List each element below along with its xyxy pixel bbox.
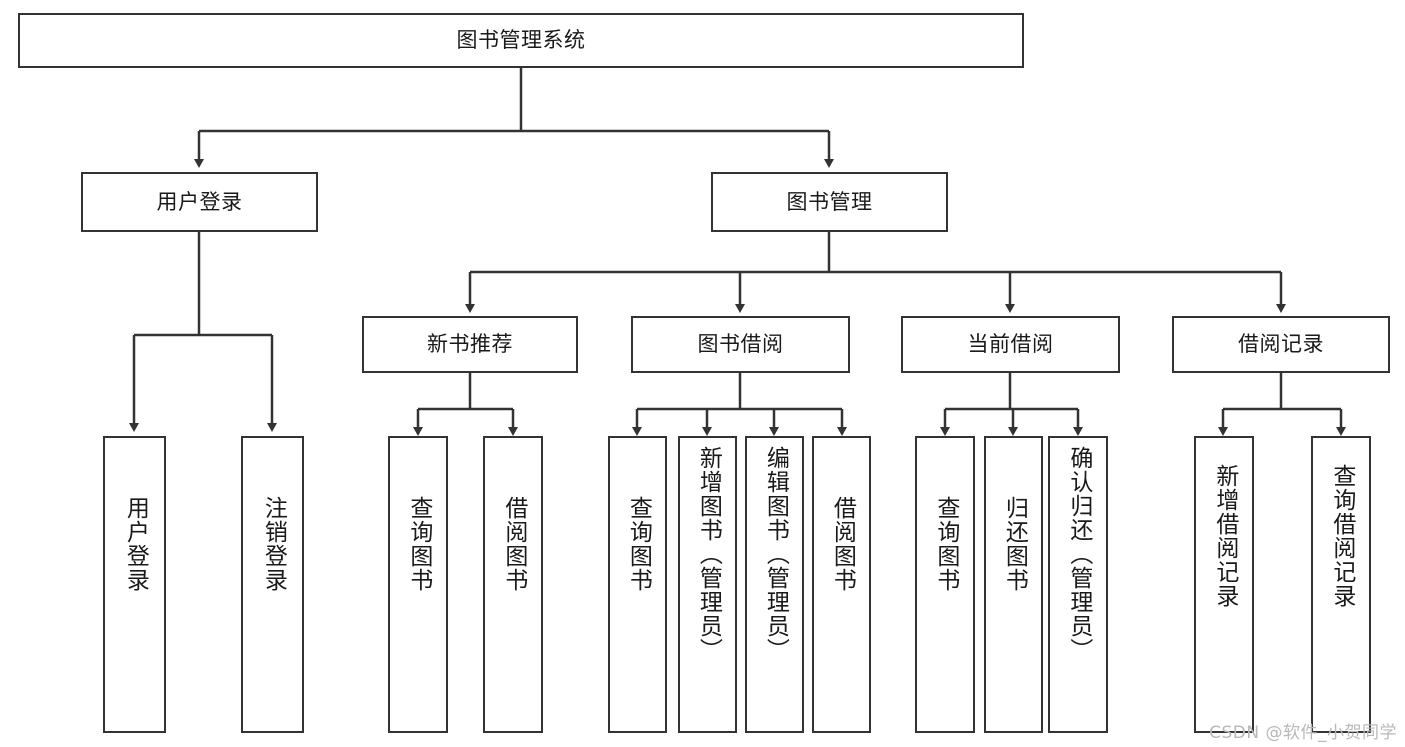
node-leaf-query-book-3-label: 查询图书 <box>932 496 959 592</box>
node-new-book-rec[interactable]: 新书推荐 <box>362 316 578 373</box>
node-leaf-borrow-book-1[interactable]: 借阅图书 <box>483 436 543 733</box>
node-current-borrow-label: 当前借阅 <box>967 332 1054 357</box>
csdn-watermark: CSDN @软件_小贺同学 <box>1209 723 1397 743</box>
node-leaf-add-record[interactable]: 新增借阅记录 <box>1194 436 1254 733</box>
node-leaf-borrow-book-1-label: 借阅图书 <box>500 496 527 592</box>
node-leaf-query-book-2[interactable]: 查询图书 <box>608 436 667 733</box>
node-leaf-add-book[interactable]: 新增图书（管理员） <box>678 436 737 733</box>
node-root-label: 图书管理系统 <box>456 28 586 53</box>
node-leaf-return-book-label: 归还图书 <box>1001 496 1028 592</box>
node-leaf-add-book-label: 新增图书（管理员） <box>695 446 722 662</box>
node-leaf-user-login[interactable]: 用户登录 <box>103 436 166 733</box>
node-user-login[interactable]: 用户登录 <box>81 172 318 232</box>
node-leaf-edit-book[interactable]: 编辑图书（管理员） <box>745 436 804 733</box>
node-leaf-user-logout-label: 注销登录 <box>260 496 287 592</box>
node-leaf-confirm-return[interactable]: 确认归还（管理员） <box>1048 436 1108 733</box>
node-leaf-query-record[interactable]: 查询借阅记录 <box>1311 436 1371 733</box>
node-root[interactable]: 图书管理系统 <box>18 13 1024 68</box>
node-borrow-record-label: 借阅记录 <box>1238 332 1324 357</box>
node-current-borrow[interactable]: 当前借阅 <box>901 316 1120 373</box>
node-user-login-label: 用户登录 <box>156 189 243 214</box>
node-leaf-query-record-label: 查询借阅记录 <box>1328 464 1355 608</box>
node-borrow-record[interactable]: 借阅记录 <box>1172 316 1390 373</box>
node-leaf-query-book-1[interactable]: 查询图书 <box>388 436 448 733</box>
node-leaf-add-record-label: 新增借阅记录 <box>1211 464 1238 608</box>
node-leaf-user-login-label: 用户登录 <box>122 496 149 592</box>
node-leaf-confirm-return-label: 确认归还（管理员） <box>1065 446 1092 662</box>
node-book-borrow-label: 图书借阅 <box>697 332 784 357</box>
node-new-book-rec-label: 新书推荐 <box>427 332 513 357</box>
node-leaf-query-book-3[interactable]: 查询图书 <box>915 436 975 733</box>
node-book-manage-label: 图书管理 <box>786 189 873 214</box>
node-leaf-borrow-book-2-label: 借阅图书 <box>829 496 856 592</box>
node-leaf-return-book[interactable]: 归还图书 <box>984 436 1043 733</box>
node-book-borrow[interactable]: 图书借阅 <box>631 316 850 373</box>
node-book-manage[interactable]: 图书管理 <box>711 172 948 232</box>
node-leaf-borrow-book-2[interactable]: 借阅图书 <box>812 436 871 733</box>
node-leaf-edit-book-label: 编辑图书（管理员） <box>762 446 789 662</box>
node-leaf-query-book-2-label: 查询图书 <box>625 496 652 592</box>
node-leaf-query-book-1-label: 查询图书 <box>405 496 432 592</box>
node-leaf-user-logout[interactable]: 注销登录 <box>241 436 304 733</box>
